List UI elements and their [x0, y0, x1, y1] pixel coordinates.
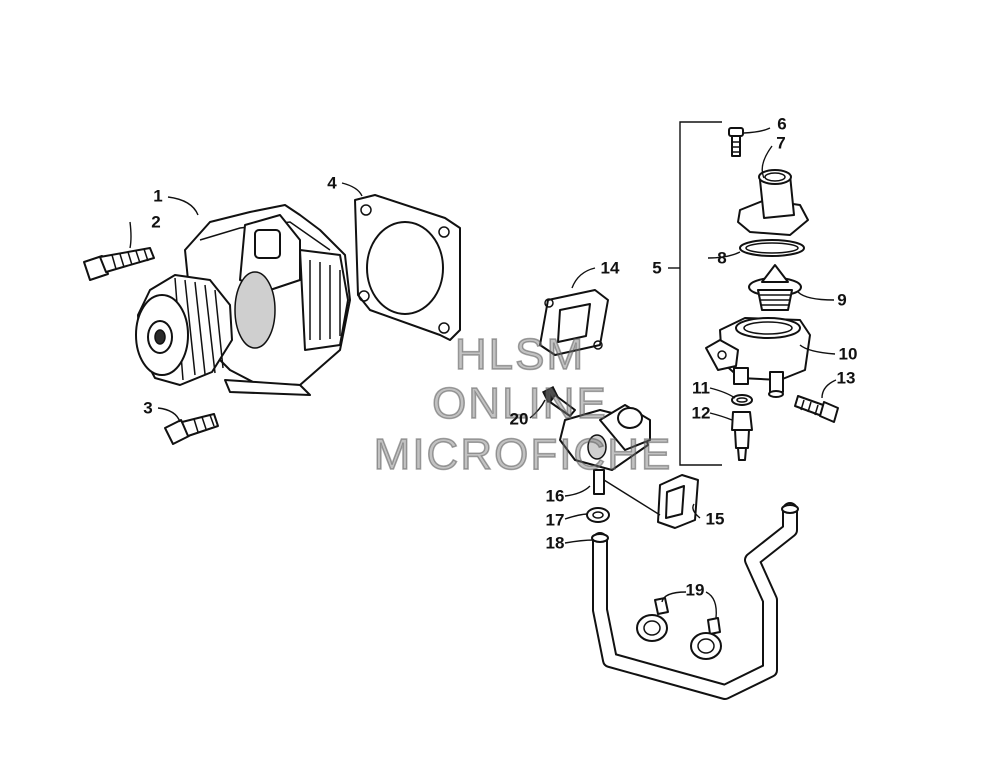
part-20-bolt [541, 385, 576, 417]
callout-16[interactable]: 16 [545, 486, 565, 506]
part-7-housing-cover [737, 169, 809, 236]
part-4-gasket [354, 194, 461, 341]
leader-lines [129, 127, 837, 619]
watermark-line-3: MICROFICHE [373, 429, 673, 480]
part-16-outlet-fitting [559, 404, 651, 495]
part-15-gasket [657, 474, 699, 529]
callout-10[interactable]: 10 [838, 344, 858, 364]
watermark-line-2: ONLINE [431, 378, 608, 429]
part-13-bolt [794, 395, 839, 423]
callout-1[interactable]: 1 [153, 186, 163, 206]
part-2-bolt [83, 247, 155, 281]
part-19-clamps [636, 597, 722, 660]
assembly-bracket-5 [668, 121, 722, 466]
watermark-line-1: HLSM [454, 329, 586, 380]
callout-8[interactable]: 8 [717, 248, 727, 268]
callout-13[interactable]: 13 [836, 368, 856, 388]
callout-9[interactable]: 9 [837, 290, 847, 310]
callout-14[interactable]: 14 [600, 258, 620, 278]
callout-19[interactable]: 19 [685, 580, 705, 600]
callout-7[interactable]: 7 [776, 133, 786, 153]
part-17-clamp [586, 507, 610, 523]
callout-11[interactable]: 11 [692, 378, 710, 398]
part-10-thermostat-housing [705, 317, 811, 398]
callout-3[interactable]: 3 [143, 398, 153, 418]
part-1-water-pump [135, 204, 351, 396]
callout-6[interactable]: 6 [777, 114, 787, 134]
callout-20[interactable]: 20 [509, 409, 529, 429]
part-12-temp-sensor [731, 411, 753, 461]
callout-12[interactable]: 12 [691, 403, 711, 423]
part-14-gasket [539, 289, 609, 356]
callout-17[interactable]: 17 [545, 510, 565, 530]
part-6-screw [728, 127, 744, 157]
callout-5[interactable]: 5 [652, 258, 662, 278]
part-9-thermostat [748, 264, 802, 311]
callout-2[interactable]: 2 [151, 212, 161, 232]
callout-4[interactable]: 4 [327, 173, 337, 193]
part-3-bolt [164, 413, 219, 445]
callout-18[interactable]: 18 [545, 533, 565, 553]
part-11-washer [731, 394, 753, 406]
part-8-o-ring [739, 239, 805, 257]
callout-15[interactable]: 15 [705, 509, 725, 529]
part-18-hose [591, 502, 799, 700]
